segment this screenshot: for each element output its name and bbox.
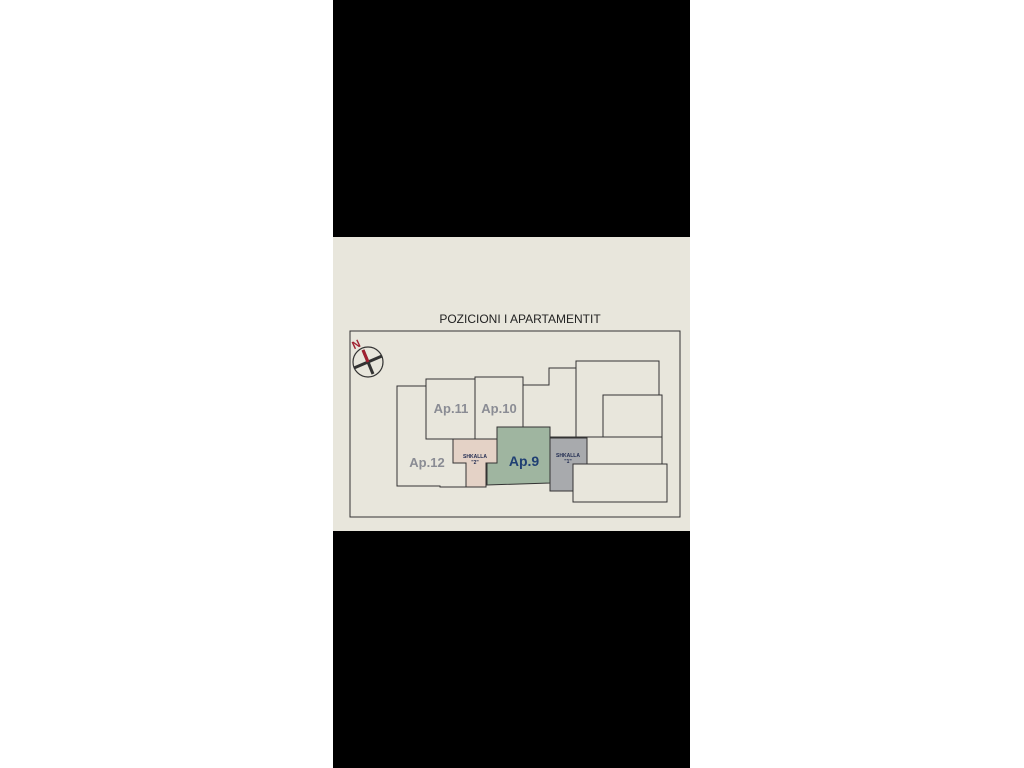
- ap12-label: Ap.12: [409, 455, 444, 470]
- ap9-label: Ap.9: [509, 453, 540, 469]
- right-block-bottom: [572, 463, 668, 503]
- ap9-area: [486, 426, 551, 486]
- plot-border: [349, 330, 681, 518]
- ap10-label: Ap.10: [481, 401, 516, 416]
- right-block-mid: [602, 394, 663, 438]
- stair-1-label: SHKALLA: [556, 453, 580, 459]
- ap11-outline: [425, 378, 476, 440]
- stair-1-number: "1": [564, 459, 572, 465]
- plan-title: POZICIONI I APARTAMENTIT: [439, 312, 601, 326]
- stair-2-label: SHKALLA: [463, 454, 487, 460]
- stair-2-number: "2": [471, 460, 479, 466]
- right-block-lower: [586, 436, 663, 465]
- ap11-label: Ap.11: [434, 401, 469, 416]
- stair-1-area: [549, 437, 588, 492]
